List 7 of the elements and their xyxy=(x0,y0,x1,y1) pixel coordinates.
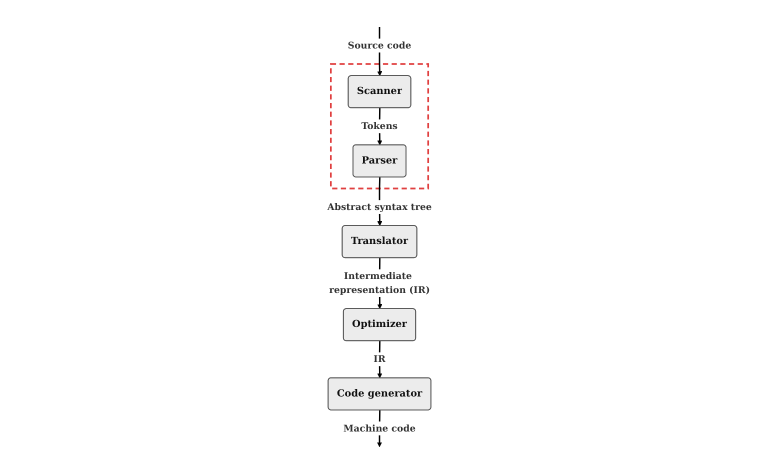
edge-label: Source code xyxy=(348,40,412,51)
edge-label: Machine code xyxy=(344,422,416,434)
edge-label: Tokens xyxy=(362,120,398,132)
edge-label: Intermediate representation (IR) xyxy=(330,270,430,296)
edge-label: Abstract syntax tree xyxy=(328,201,432,212)
edge-label: IR xyxy=(374,353,386,364)
cluster xyxy=(330,63,430,190)
